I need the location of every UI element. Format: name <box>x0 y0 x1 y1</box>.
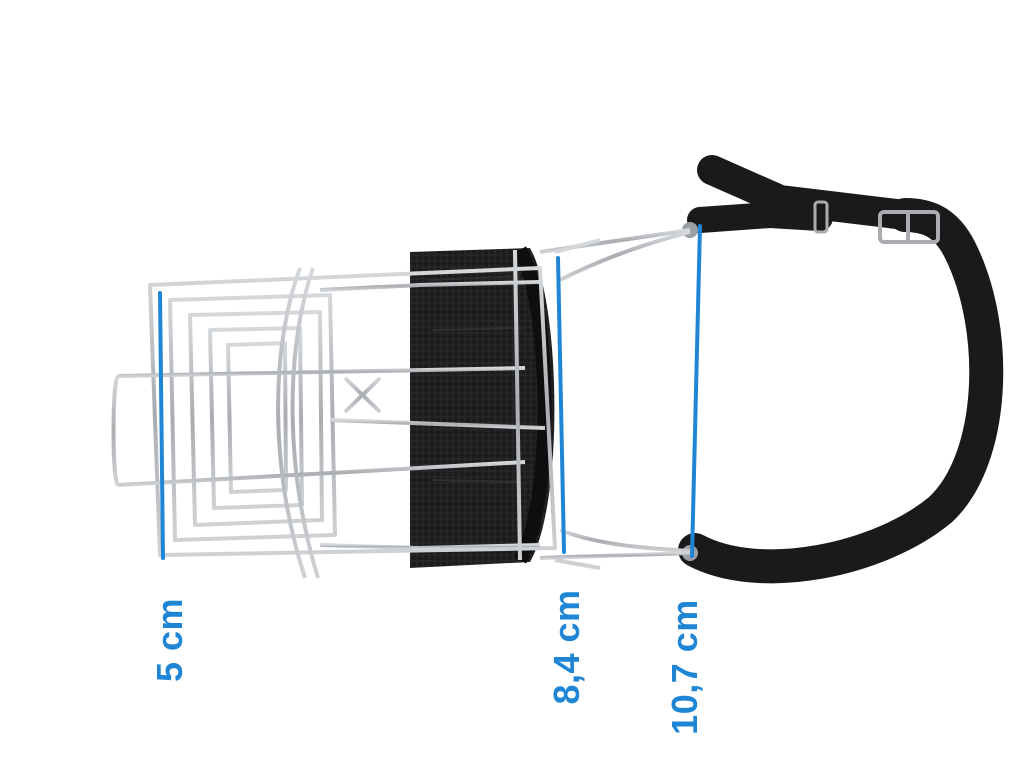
middle-width-line <box>556 256 566 554</box>
front-width-label: 5 cm <box>149 597 190 683</box>
nose-pad <box>410 246 555 568</box>
wire-cage <box>111 249 557 579</box>
head-strap <box>678 155 1004 584</box>
measurement-lines <box>158 224 702 560</box>
front-width-line <box>158 291 165 560</box>
middle-width-label: 8,4 cm <box>546 589 587 705</box>
back-width-label: 10,7 cm <box>664 599 705 735</box>
back-width-line <box>690 224 702 558</box>
connector-wires <box>539 228 691 570</box>
